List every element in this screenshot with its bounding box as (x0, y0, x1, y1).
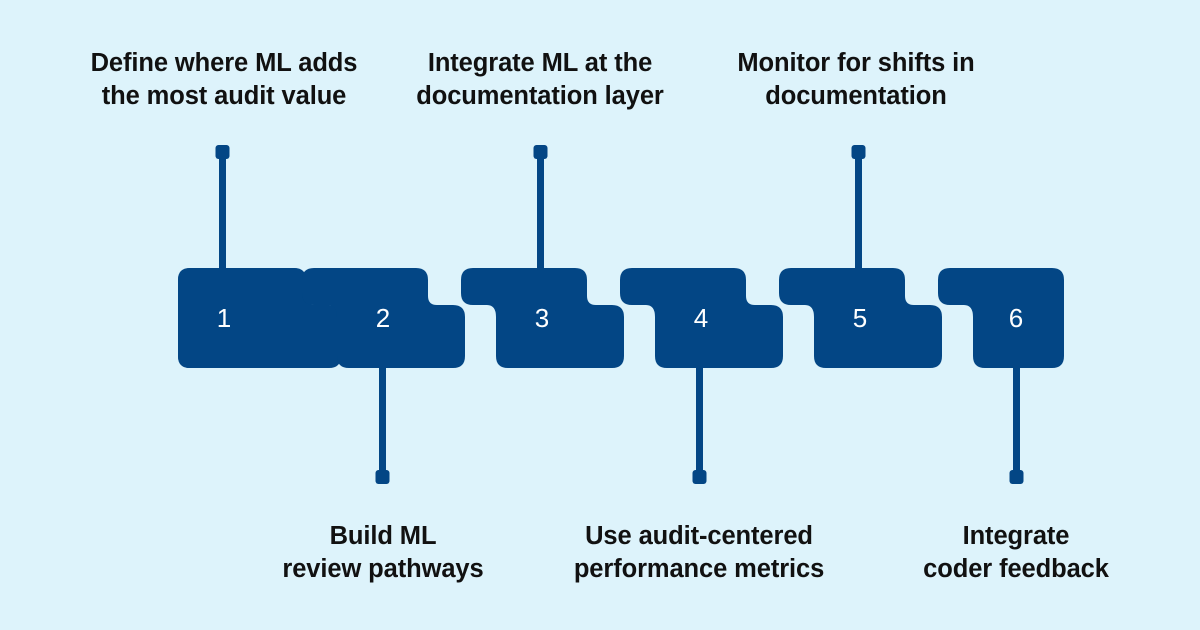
step-number-2: 2 (376, 303, 390, 333)
step-label-4: Use audit-centered performance metrics (573, 522, 825, 583)
step-piece-1[interactable]: 1 (178, 268, 341, 368)
step-number-5: 5 (853, 303, 867, 333)
connector-step-3 (533, 145, 548, 280)
step-label-1: Define where ML adds the most audit valu… (90, 49, 358, 110)
connector-step-6 (1009, 355, 1024, 484)
connector-step-5 (851, 145, 866, 280)
step-piece-4[interactable]: 4 (620, 268, 783, 368)
step-piece-5[interactable]: 5 (779, 268, 942, 368)
step-number-1: 1 (217, 303, 231, 333)
step-number-4: 4 (694, 303, 708, 333)
step-label-2: Build ML review pathways (282, 522, 484, 583)
step-number-3: 3 (535, 303, 549, 333)
step-number-6: 6 (1009, 303, 1023, 333)
connector-step-1 (215, 145, 230, 280)
step-piece-6[interactable]: 6 (938, 268, 1064, 368)
step-piece-2[interactable]: 2 (302, 268, 465, 368)
step-label-6: Integrate coder feedback (923, 522, 1109, 583)
connector-step-2 (375, 355, 390, 484)
step-piece-3[interactable]: 3 (461, 268, 624, 368)
connector-step-4 (692, 355, 707, 484)
step-label-3: Integrate ML at the documentation layer (416, 49, 664, 110)
connectors-group (215, 145, 1024, 484)
step-label-5: Monitor for shifts in documentation (737, 49, 975, 110)
